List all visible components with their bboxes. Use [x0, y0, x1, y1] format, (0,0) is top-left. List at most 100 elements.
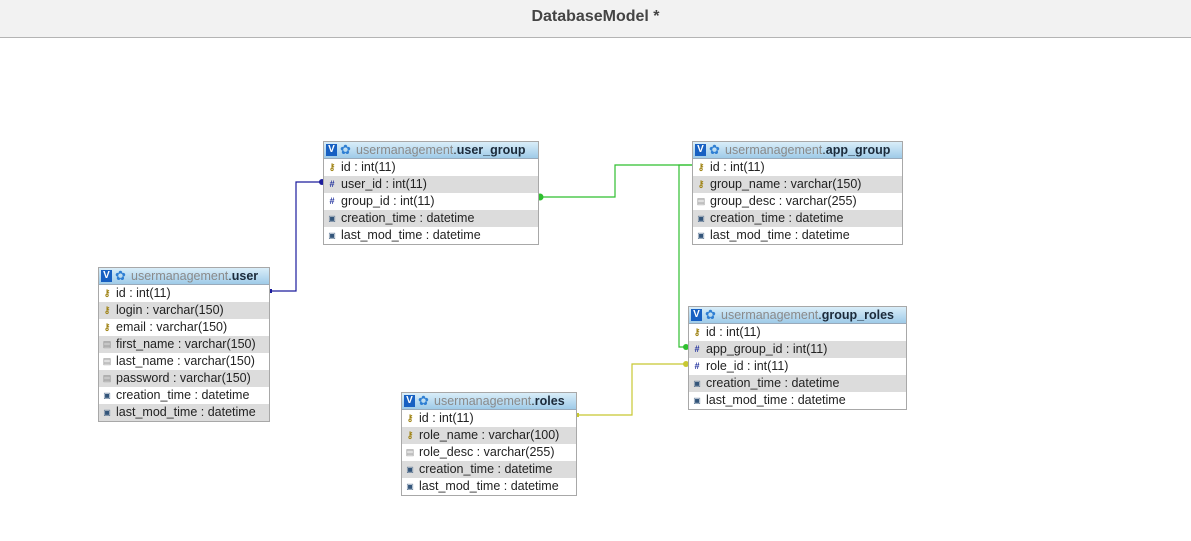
column-row[interactable]: ⚷ login : varchar(150)	[99, 302, 269, 319]
column-label: user_id : int(11)	[341, 177, 427, 191]
view-toggle-icon[interactable]: V	[691, 309, 702, 321]
table-user[interactable]: V✿usermanagement.user ⚷id : int(11) ⚷log…	[98, 267, 270, 422]
gear-icon[interactable]: ✿	[705, 307, 716, 322]
column-row[interactable]: ⚷ id : int(11)	[402, 410, 576, 427]
column-row[interactable]: ▣creation_time : datetime	[402, 461, 576, 478]
column-row[interactable]: # user_id : int(11)	[324, 176, 538, 193]
column-row[interactable]: #app_group_id : int(11)	[689, 341, 906, 358]
column-row[interactable]: # role_id : int(11)	[689, 358, 906, 375]
database-name: usermanagement	[725, 143, 823, 157]
column-row[interactable]: ▤last_name : varchar(150)	[99, 353, 269, 370]
column-row[interactable]: ▤first_name : varchar(150)	[99, 336, 269, 353]
column-row[interactable]: ▣creation_time : datetime	[99, 387, 269, 404]
column-label: email : varchar(150)	[116, 320, 228, 334]
column-label: last_mod_time : datetime	[341, 228, 481, 242]
gear-icon[interactable]: ✿	[709, 142, 720, 157]
foreign-key-icon: #	[329, 179, 335, 189]
relation-roles-group-roles[interactable]	[575, 363, 687, 416]
column-row[interactable]: ▣creation_time : datetime	[693, 210, 902, 227]
datetime-icon: ▣	[103, 408, 111, 417]
column-row[interactable]: ▣creation_time : datetime	[324, 210, 538, 227]
gear-icon[interactable]: ✿	[115, 268, 126, 283]
column-row[interactable]: ▣creation_time : datetime	[689, 375, 906, 392]
view-toggle-icon[interactable]: V	[695, 144, 706, 156]
table-user-group[interactable]: V✿usermanagement.user_group ⚷ id : int(11…	[323, 141, 539, 245]
view-toggle-icon[interactable]: V	[101, 270, 112, 282]
datetime-icon: ▣	[328, 231, 336, 240]
column-label: last_name : varchar(150)	[116, 354, 255, 368]
column-row[interactable]: ▣ last_mod_time : datetime	[689, 392, 906, 409]
column-row[interactable]: ⚷group_name : varchar(150)	[693, 176, 902, 193]
relation-app-group-user-group[interactable]	[538, 164, 692, 198]
column-label: creation_time : datetime	[116, 388, 250, 402]
datetime-icon: ▣	[693, 396, 701, 405]
column-row[interactable]: ▤ password : varchar(150)	[99, 370, 269, 387]
text-column-icon: ▤	[405, 447, 415, 457]
column-label: creation_time : datetime	[706, 376, 840, 390]
primary-key-icon: ⚷	[103, 288, 111, 298]
database-name: usermanagement	[131, 269, 229, 283]
unique-key-icon: ⚷	[103, 322, 111, 332]
text-column-icon: ▤	[102, 373, 112, 383]
table-header[interactable]: V✿usermanagement.group_roles	[689, 307, 906, 324]
column-label: login : varchar(150)	[116, 303, 224, 317]
datetime-icon: ▣	[406, 465, 414, 474]
unique-key-icon: ⚷	[103, 305, 111, 315]
column-row[interactable]: ▣last_mod_time : datetime	[402, 478, 576, 495]
datetime-icon: ▣	[328, 214, 336, 223]
table-roles[interactable]: V✿usermanagement.roles ⚷id : int(11) ⚷ro…	[401, 392, 577, 496]
column-label: id : int(11)	[710, 160, 765, 174]
table-header[interactable]: V✿usermanagement.user_group	[324, 142, 538, 159]
database-name: usermanagement	[721, 308, 819, 322]
primary-key-icon: ⚷	[406, 413, 414, 423]
column-row[interactable]: # group_id : int(11)	[324, 193, 538, 210]
table-name: user_group	[456, 143, 526, 157]
window-title: DatabaseModel *	[0, 0, 1191, 38]
table-name: roles	[534, 394, 565, 408]
column-row[interactable]: ⚷ id : int(11)	[324, 159, 538, 176]
column-row[interactable]: ⚷id : int(11)	[689, 324, 906, 341]
primary-key-icon: ⚷	[328, 162, 336, 172]
table-header[interactable]: V✿usermanagement.roles	[402, 393, 576, 410]
column-row[interactable]: ⚷ email : varchar(150)	[99, 319, 269, 336]
gear-icon[interactable]: ✿	[418, 393, 429, 408]
column-row[interactable]: ⚷ id : int(11)	[99, 285, 269, 302]
foreign-key-icon: #	[694, 361, 700, 371]
column-label: role_id : int(11)	[706, 359, 789, 373]
column-row[interactable]: ▤group_desc : varchar(255)	[693, 193, 902, 210]
unique-key-icon: ⚷	[697, 179, 705, 189]
column-label: app_group_id : int(11)	[706, 342, 828, 356]
column-row[interactable]: ▣ last_mod_time : datetime	[324, 227, 538, 244]
table-name: app_group	[825, 143, 891, 157]
table-header[interactable]: V✿usermanagement.app_group	[693, 142, 902, 159]
column-label: first_name : varchar(150)	[116, 337, 256, 351]
column-row[interactable]: ⚷role_name : varchar(100)	[402, 427, 576, 444]
column-label: group_id : int(11)	[341, 194, 435, 208]
column-label: id : int(11)	[116, 286, 171, 300]
table-header[interactable]: V✿usermanagement.user	[99, 268, 269, 285]
foreign-key-icon: #	[329, 196, 335, 206]
table-app-group[interactable]: V✿usermanagement.app_group ⚷id : int(11)…	[692, 141, 903, 245]
column-label: id : int(11)	[419, 411, 474, 425]
gear-icon[interactable]: ✿	[340, 142, 351, 157]
table-group-roles[interactable]: V✿usermanagement.group_roles ⚷id : int(1…	[688, 306, 907, 410]
view-toggle-icon[interactable]: V	[404, 395, 415, 407]
relation-user-user-group[interactable]	[268, 181, 322, 292]
datetime-icon: ▣	[406, 482, 414, 491]
column-label: group_desc : varchar(255)	[710, 194, 857, 208]
column-label: role_name : varchar(100)	[419, 428, 560, 442]
primary-key-icon: ⚷	[697, 162, 705, 172]
table-name: group_roles	[821, 308, 895, 322]
column-row[interactable]: ▣last_mod_time : datetime	[693, 227, 902, 244]
column-label: password : varchar(150)	[116, 371, 251, 385]
column-label: role_desc : varchar(255)	[419, 445, 555, 459]
column-label: last_mod_time : datetime	[706, 393, 846, 407]
column-label: id : int(11)	[341, 160, 396, 174]
column-row[interactable]: ▣ last_mod_time : datetime	[99, 404, 269, 421]
column-row[interactable]: ⚷ id : int(11)	[693, 159, 902, 176]
column-label: last_mod_time : datetime	[116, 405, 256, 419]
view-toggle-icon[interactable]: V	[326, 144, 337, 156]
database-name: usermanagement	[434, 394, 532, 408]
column-row[interactable]: ▤ role_desc : varchar(255)	[402, 444, 576, 461]
table-name: user	[231, 269, 259, 283]
